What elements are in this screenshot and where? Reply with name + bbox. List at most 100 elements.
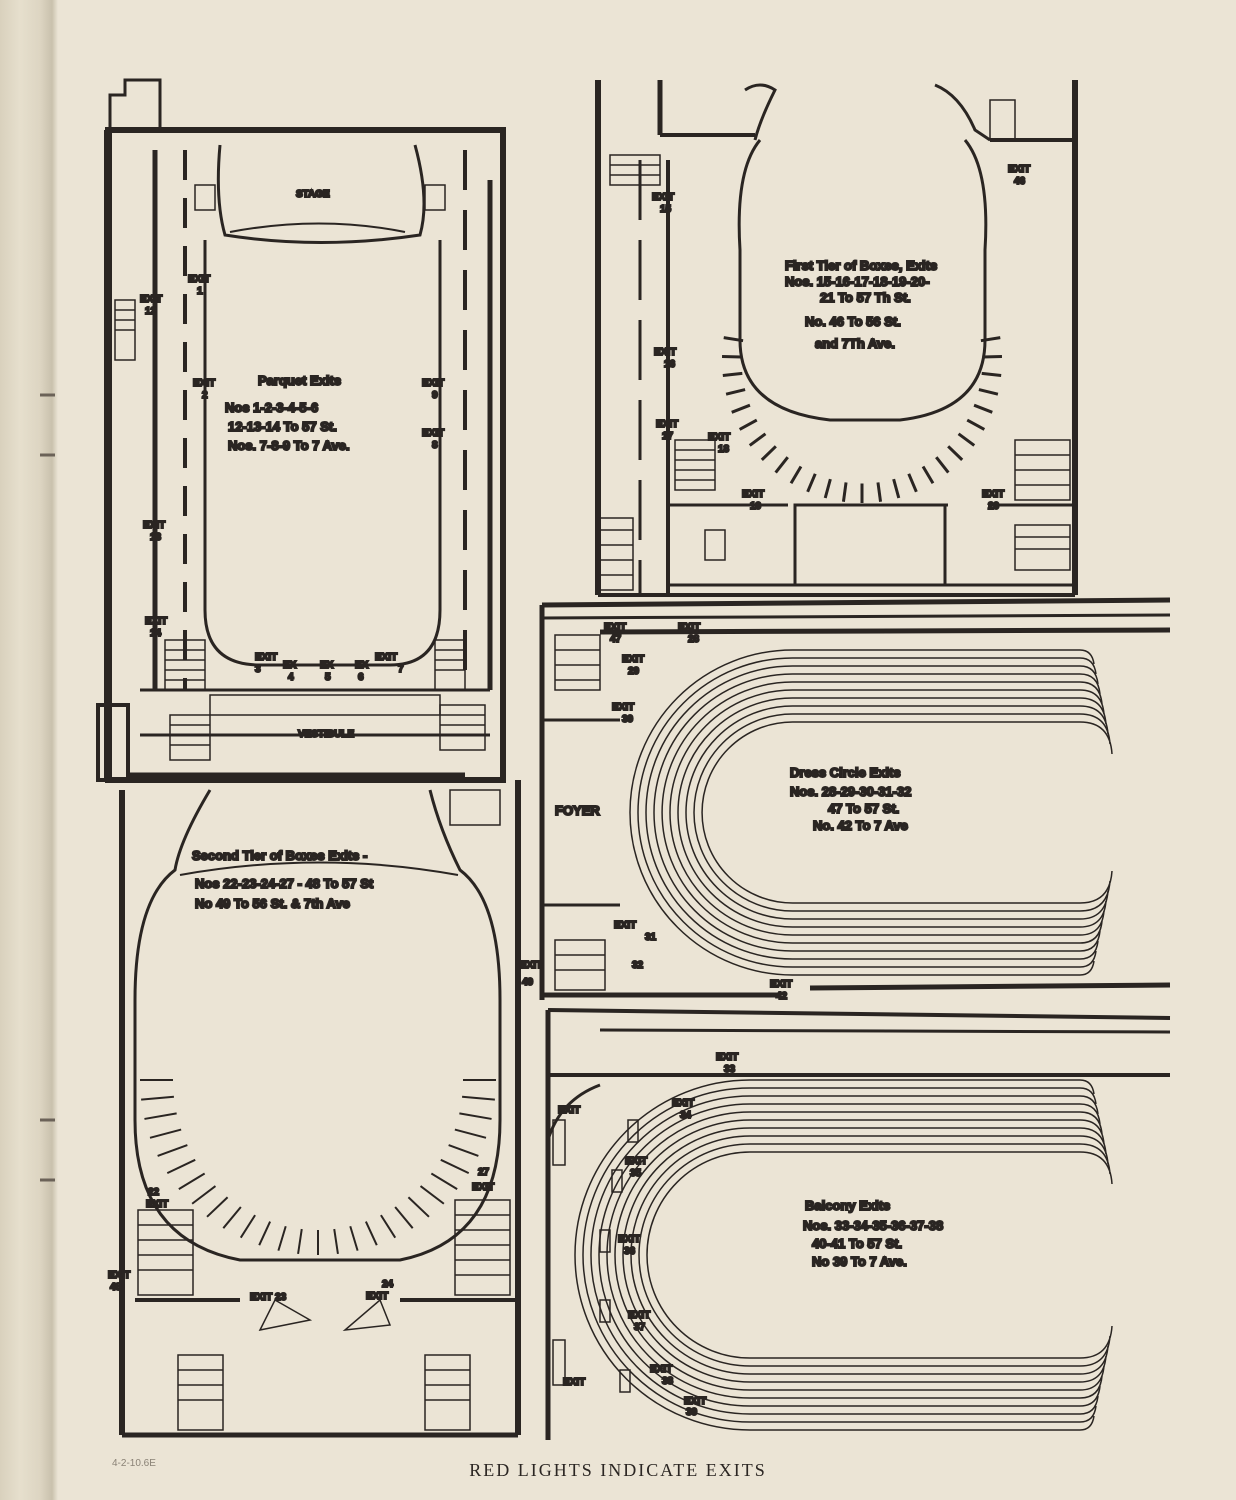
exit-29-number: 29 — [628, 666, 640, 677]
box-partition — [738, 418, 758, 431]
exit-39-number: 39 — [686, 1407, 698, 1418]
exit-20-number: 20 — [988, 501, 1000, 512]
exit-14-label: EXIT — [145, 616, 167, 627]
exit-7-number: 7 — [398, 664, 404, 675]
box-partition — [966, 418, 986, 431]
exit-6-number: 6 — [358, 672, 364, 683]
dress-circle-line-2: 47 To 57 St. — [828, 801, 899, 816]
box-partition — [921, 465, 935, 485]
seat-row-end — [1079, 1415, 1095, 1431]
exit-36-label: EXIT — [618, 1234, 640, 1245]
exit-47-label: EXIT — [604, 622, 626, 633]
box-partition — [947, 445, 964, 461]
exit-48-label: EXIT — [108, 1270, 130, 1281]
box-partition — [333, 1228, 339, 1255]
seat-row — [622, 1127, 1080, 1383]
exit-24-label: EXIT — [366, 1291, 388, 1302]
exit-32-number: 32 — [632, 960, 644, 971]
box-partition — [277, 1225, 287, 1251]
exit-2-label: EXIT — [193, 378, 215, 389]
exit-8-label: EXIT — [422, 428, 444, 439]
exit-19-number: 19 — [750, 501, 762, 512]
exit-14-number: 14 — [150, 628, 162, 639]
seat-row-end — [1079, 673, 1101, 695]
balcony-line-2: 40-41 To 57 St. — [812, 1236, 902, 1251]
seat-row — [693, 713, 1080, 912]
exit-1-label: EXIT — [188, 274, 210, 285]
seat-row-end — [1079, 681, 1103, 705]
seat-row-end — [1079, 1111, 1103, 1135]
exit-27-number: 27 — [478, 1167, 490, 1178]
exit-3-number: 3 — [255, 664, 261, 675]
box-partition — [454, 1128, 487, 1139]
exit-3-label: EXIT — [255, 652, 277, 663]
seat-row — [630, 1135, 1080, 1375]
seat-row-end — [1079, 950, 1097, 968]
footer-caption: RED LIGHTS INDICATE EXITS — [469, 1460, 767, 1480]
box-partition — [876, 482, 883, 502]
seat-row-end — [1079, 960, 1095, 976]
seat-row — [590, 1095, 1080, 1415]
exit-13-label: EXIT — [143, 520, 165, 531]
box-partition — [462, 1095, 495, 1101]
seat-row — [606, 1111, 1080, 1399]
first-tier-box-rows — [722, 336, 1002, 503]
seat-row-end — [1079, 1325, 1113, 1359]
seat-row-end — [1079, 1365, 1105, 1391]
box-partition — [141, 1095, 174, 1101]
exit-17-number: 17 — [662, 431, 674, 442]
seat-row-end — [1079, 920, 1103, 944]
first-tier-plan: First Tier of Boxes, Exits Nos. 15-16-17… — [595, 80, 1078, 597]
seat-row — [598, 1103, 1080, 1407]
box-partition — [978, 388, 999, 396]
box-partition — [394, 1206, 414, 1229]
seat-row-end — [1079, 1375, 1103, 1399]
box-partition — [364, 1221, 378, 1246]
dress-circle-line-1: Nos. 28-29-30-31-32 — [790, 784, 911, 799]
first-tier-title: First Tier of Boxes, Exits — [785, 258, 937, 273]
box-partition — [144, 1112, 177, 1120]
box-partition — [722, 371, 743, 378]
balcony-plan: Balcony Exits Nos. 33-34-35-36-37-38 40-… — [545, 1008, 1171, 1440]
second-tier-box-rows — [140, 1079, 496, 1255]
box-partition — [806, 473, 817, 493]
seat-row-end — [1079, 1087, 1097, 1105]
exit-22-number: 22 — [148, 1187, 160, 1198]
exit-5-number: 5 — [325, 672, 331, 683]
seat-row — [629, 649, 1080, 976]
box-partition — [440, 1158, 470, 1175]
seat-row-end — [1079, 870, 1113, 904]
first-tier-line-3: No. 46 To 56 St. — [805, 314, 901, 329]
parquet-line-2: 12-13-14 To 57 St. — [228, 419, 337, 434]
second-tier-line-2: No 49 To 56 St. & 7th Ave — [195, 896, 350, 911]
exit-37-label: EXIT — [628, 1310, 650, 1321]
seat-row — [646, 1151, 1080, 1359]
seat-row-end — [1079, 1395, 1099, 1415]
box-partition — [774, 456, 789, 474]
exit-29-label: EXIT — [622, 654, 644, 665]
exit-48-number: 48 — [110, 1282, 122, 1293]
exit-35-label: EXIT — [625, 1156, 647, 1167]
box-partition — [157, 1144, 188, 1157]
exit-8-number: 8 — [432, 440, 438, 451]
parquet-line-3: Nos. 7-8-9 To 7 Ave. — [228, 438, 350, 453]
exit-19-label: EXIT — [742, 489, 764, 500]
box-partition — [149, 1128, 182, 1139]
seat-row — [701, 721, 1080, 904]
exit-1-number: 1 — [197, 286, 203, 297]
box-partition — [957, 432, 976, 447]
exit-33-number: 33 — [724, 1064, 736, 1075]
box-partition — [892, 478, 901, 499]
seat-row — [669, 689, 1080, 936]
exit-28-label: EXIT — [678, 622, 700, 633]
exit-2-number: 2 — [202, 390, 208, 401]
box-partition — [419, 1185, 445, 1205]
seat-row — [582, 1087, 1080, 1423]
exit-24-number: 24 — [382, 1279, 394, 1290]
exit-27-label: EXIT — [472, 1182, 494, 1193]
box-partition — [723, 336, 744, 343]
exit-30-number: 30 — [622, 714, 634, 725]
box-partition — [841, 482, 848, 502]
box-partition — [907, 473, 918, 493]
